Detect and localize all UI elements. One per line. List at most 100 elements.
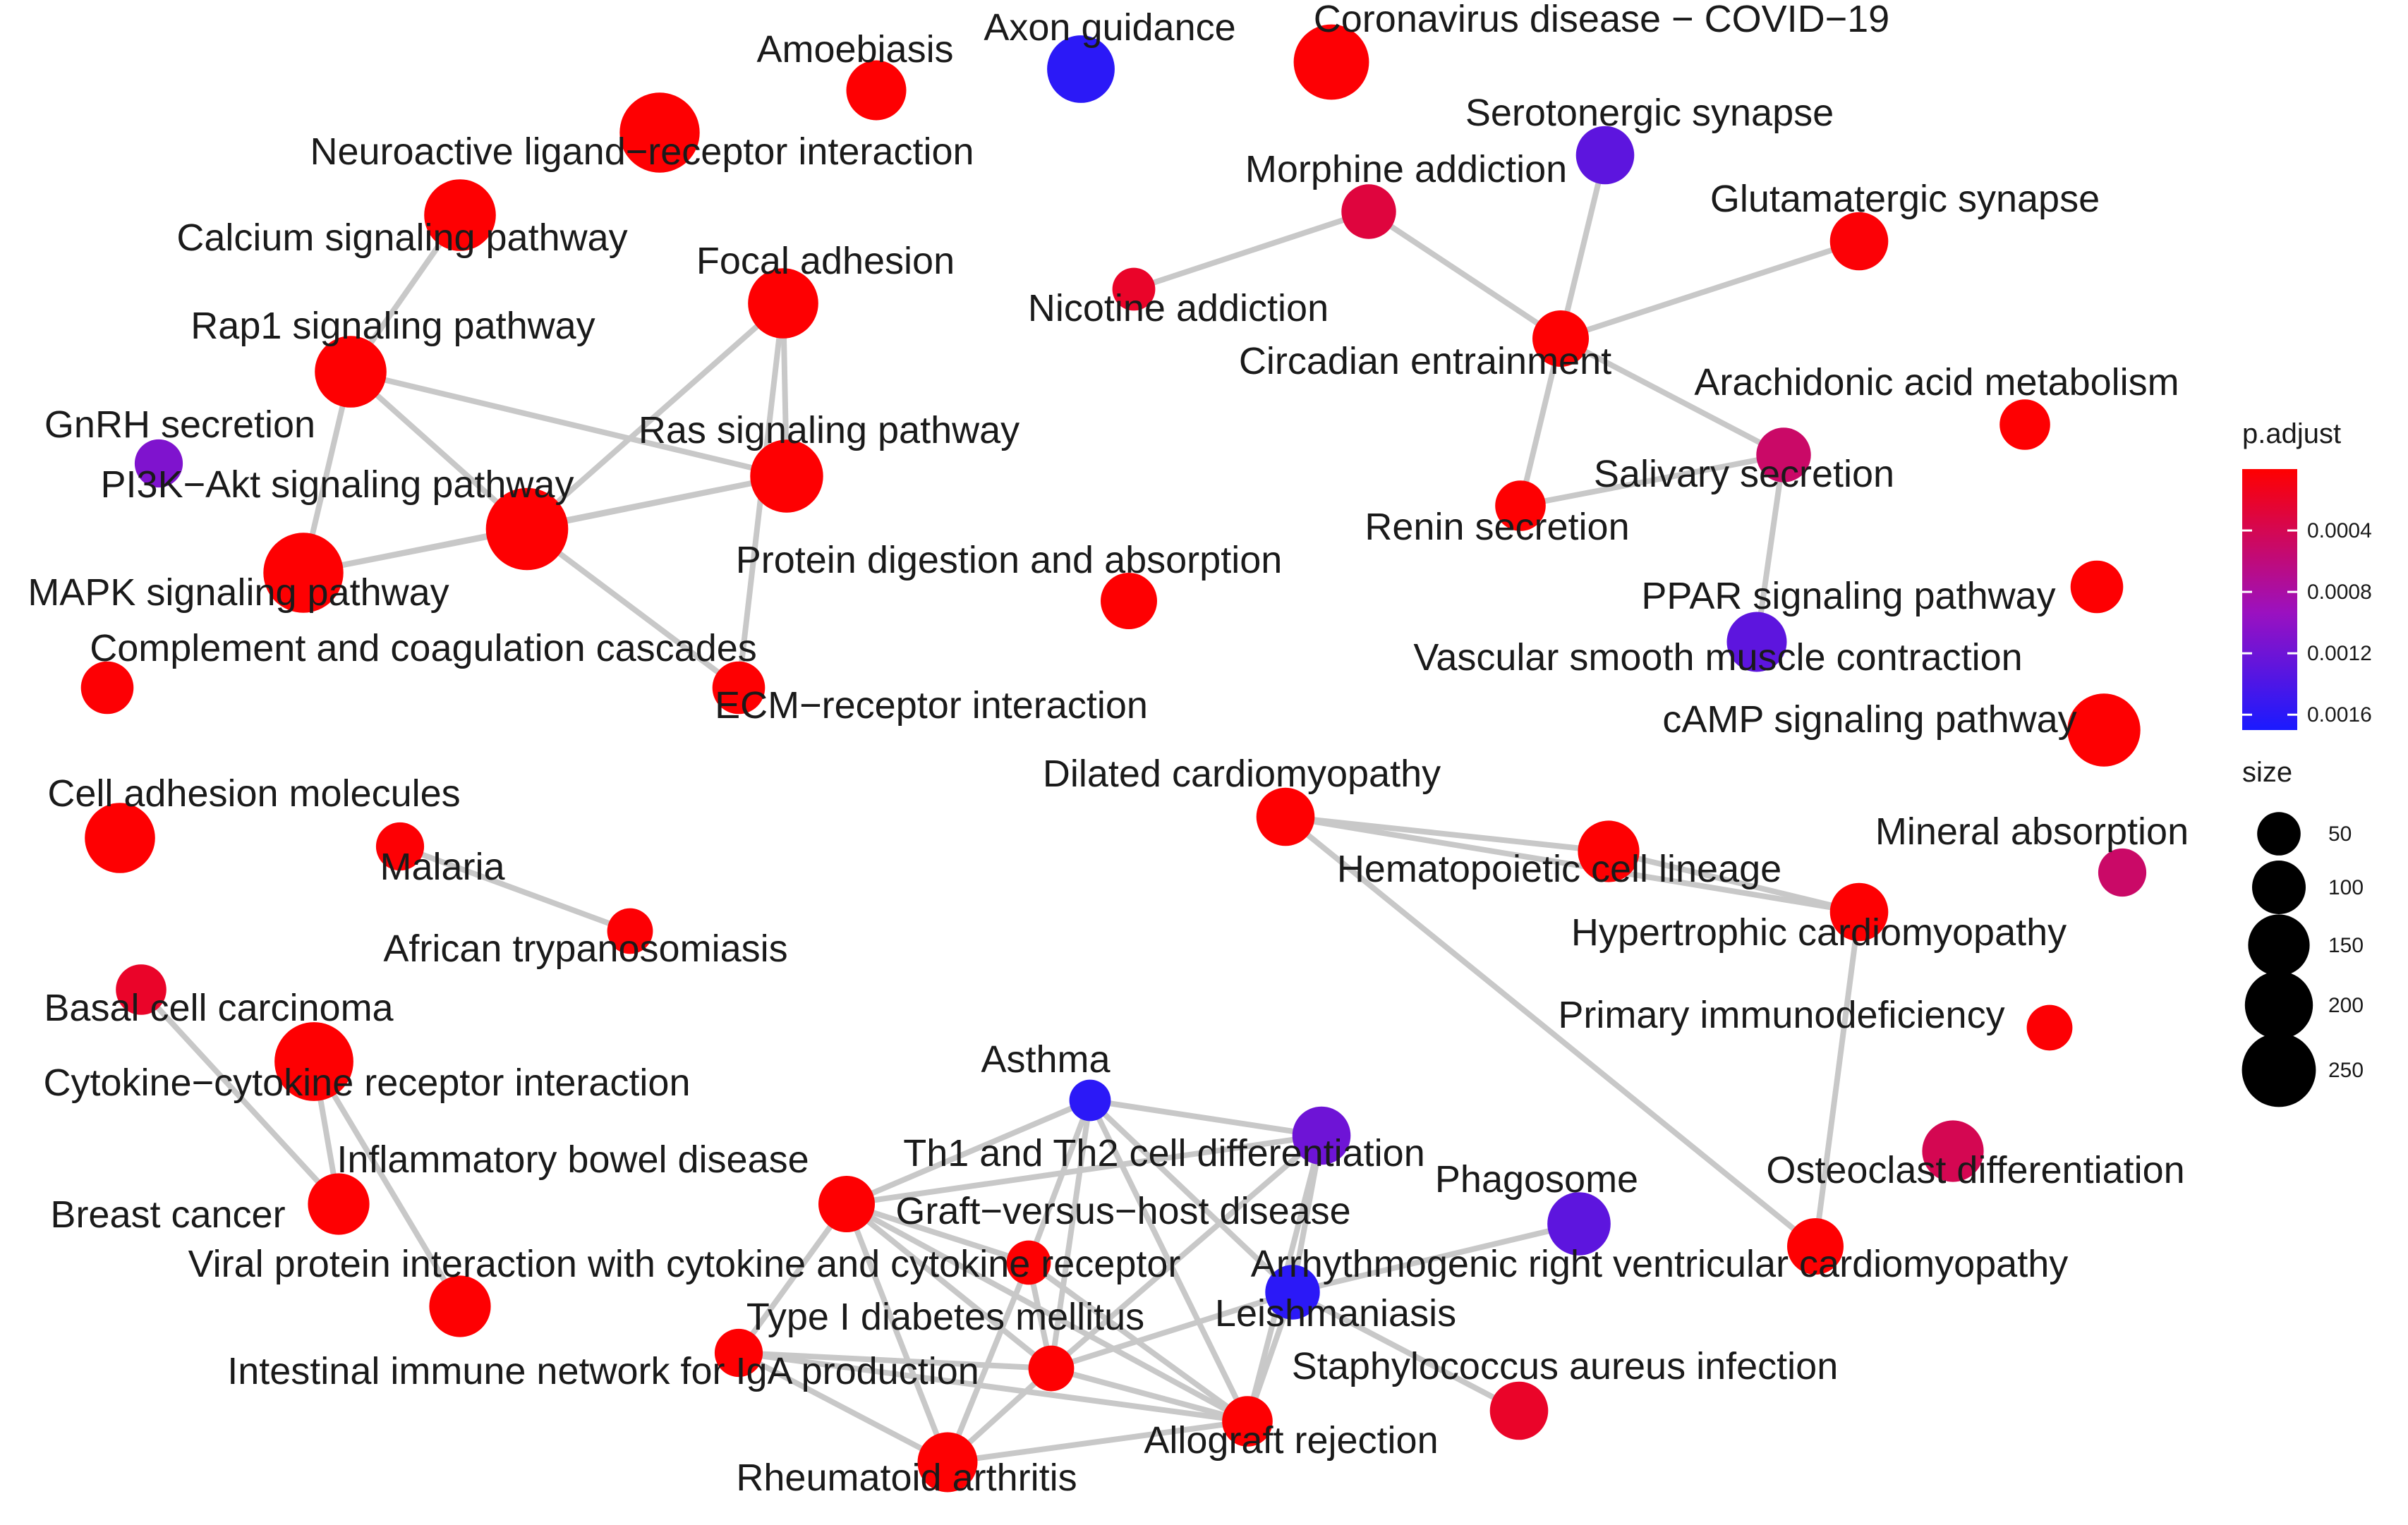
- edge-hypertrophic_cm-arvc: [1813, 909, 1862, 1249]
- edge-dilated_cm-hypertrophic_cm: [1283, 814, 1862, 915]
- edge-morphine-nicotine: [1131, 209, 1372, 292]
- node-renin: [1495, 480, 1546, 531]
- label-hypertrophic_cm: Hypertrophic cardiomyopathy: [1571, 911, 2067, 954]
- color-tick-label-3: 0.0016: [2307, 703, 2372, 727]
- node-pi3k_akt: [485, 487, 569, 571]
- node-mineral_absorption: [2098, 848, 2147, 897]
- label-phagosome: Phagosome: [1435, 1158, 1638, 1201]
- node-focal_adhesion: [748, 268, 818, 339]
- label-mineral_absorption: Mineral absorption: [1875, 810, 2189, 853]
- node-african_tryp: [607, 908, 653, 954]
- node-neuroactive: [619, 92, 700, 173]
- label-graft_vs_host: Graft−versus−host disease: [895, 1190, 1350, 1232]
- node-layer: [80, 24, 2147, 1493]
- node-serotonergic: [1575, 126, 1635, 185]
- node-complement: [80, 661, 134, 715]
- label-serotonergic: Serotonergic synapse: [1465, 92, 1834, 134]
- node-cell_adhesion: [85, 803, 155, 873]
- edge-leishmaniasis-phagosome: [1290, 1221, 1582, 1295]
- node-rap1: [315, 336, 387, 408]
- edge-dilated_cm-arvc: [1283, 814, 1818, 1249]
- edge-type1_diabetes-intestinal_iga: [736, 1350, 1054, 1371]
- label-ecm_receptor: ECM−receptor interaction: [715, 684, 1148, 727]
- node-morphine: [1341, 184, 1396, 239]
- label-renin: Renin secretion: [1365, 506, 1629, 548]
- label-allograft: Allograft rejection: [1144, 1419, 1438, 1462]
- size-legend-label-4: 250: [2328, 1059, 2364, 1082]
- node-primary_immuno: [2026, 1004, 2073, 1051]
- color-tick-label-0: 0.0004: [2307, 519, 2372, 542]
- label-intestinal_iga: Intestinal immune network for IgA produc…: [227, 1350, 979, 1392]
- node-axon_guidance: [1047, 35, 1115, 103]
- edge-basal_cell-breast_cancer: [138, 987, 341, 1207]
- node-viral_protein: [429, 1275, 491, 1337]
- size-legend-label-2: 150: [2328, 934, 2364, 957]
- edge-rap1-ras: [348, 369, 789, 479]
- edge-circadian-salivary: [1558, 336, 1786, 458]
- node-intestinal_iga: [714, 1328, 763, 1378]
- color-tick-label-1: 0.0008: [2307, 581, 2372, 604]
- label-arachidonic: Arachidonic acid metabolism: [1694, 361, 2179, 403]
- edge-asthma-leishmaniasis: [1087, 1098, 1295, 1295]
- edge-renin-salivary: [1518, 452, 1786, 509]
- node-salivary: [1756, 427, 1811, 482]
- size-legend-label-3: 200: [2328, 994, 2364, 1017]
- label-asthma: Asthma: [981, 1038, 1111, 1081]
- edge-rheumatoid-allograft: [945, 1418, 1250, 1465]
- node-calcium: [424, 179, 496, 251]
- node-rheumatoid: [917, 1432, 978, 1493]
- label-glutamatergic: Glutamatergic synapse: [1710, 178, 2100, 220]
- edge-ibd-allograft: [844, 1201, 1250, 1424]
- label-african_tryp: African trypanosomiasis: [383, 928, 787, 970]
- node-allograft: [1222, 1396, 1273, 1447]
- node-dilated_cm: [1256, 787, 1315, 846]
- node-asthma: [1069, 1079, 1111, 1122]
- edge-ibd-rheumatoid: [844, 1201, 950, 1465]
- label-dilated_cm: Dilated cardiomyopathy: [1043, 753, 1441, 795]
- edge-pi3k_akt-ecm_receptor: [524, 526, 742, 691]
- edge-graft_vs_host-rheumatoid: [945, 1260, 1031, 1465]
- node-graft_vs_host: [1006, 1240, 1051, 1285]
- edge-asthma-allograft: [1087, 1098, 1250, 1424]
- edge-ibd-intestinal_iga: [736, 1201, 849, 1356]
- label-breast_cancer: Breast cancer: [50, 1193, 285, 1236]
- node-protein_digestion: [1101, 573, 1157, 629]
- size-legend-dot-1: [2252, 861, 2306, 914]
- edge-pi3k_akt-focal_adhesion: [524, 300, 786, 532]
- label-protein_digestion: Protein digestion and absorption: [736, 539, 1283, 581]
- label-arvc: Arrhythmogenic right ventricular cardiom…: [1251, 1243, 2069, 1285]
- label-ppar: PPAR signaling pathway: [1641, 575, 2055, 617]
- label-rap1: Rap1 signaling pathway: [190, 305, 595, 347]
- node-circadian: [1532, 310, 1589, 367]
- node-covid19: [1293, 24, 1369, 100]
- label-malaria: Malaria: [380, 846, 505, 888]
- edge-leishmaniasis-staph: [1290, 1289, 1522, 1414]
- edge-circadian-renin: [1518, 336, 1563, 509]
- node-mapk: [263, 533, 344, 613]
- label-type1_diabetes: Type I diabetes mellitus: [746, 1296, 1144, 1338]
- edge-cytokine_receptor-viral_protein: [311, 1059, 463, 1309]
- size-legend-dot-3: [2244, 971, 2313, 1040]
- node-glutamatergic: [1829, 212, 1889, 271]
- edge-asthma-graft_vs_host: [1026, 1098, 1093, 1265]
- edge-type1_diabetes-allograft: [1048, 1366, 1250, 1424]
- label-morphine: Morphine addiction: [1245, 148, 1567, 190]
- edge-malaria-african_tryp: [397, 844, 633, 934]
- node-nicotine: [1112, 267, 1156, 311]
- edge-morphine-circadian: [1366, 209, 1563, 341]
- label-leishmaniasis: Leishmaniasis: [1215, 1292, 1456, 1335]
- label-cell_adhesion: Cell adhesion molecules: [47, 772, 460, 815]
- node-staph: [1489, 1381, 1549, 1440]
- node-th1_th2: [1292, 1106, 1351, 1165]
- node-amoebiasis: [846, 60, 907, 121]
- label-gnrh: GnRH secretion: [44, 403, 315, 446]
- size-legend-dot-0: [2257, 812, 2301, 856]
- edge-salivary-vascular_smooth: [1754, 452, 1786, 645]
- node-leishmaniasis: [1265, 1265, 1320, 1320]
- color-tick-label-2: 0.0012: [2307, 642, 2372, 665]
- label-nicotine: Nicotine addiction: [1028, 287, 1329, 329]
